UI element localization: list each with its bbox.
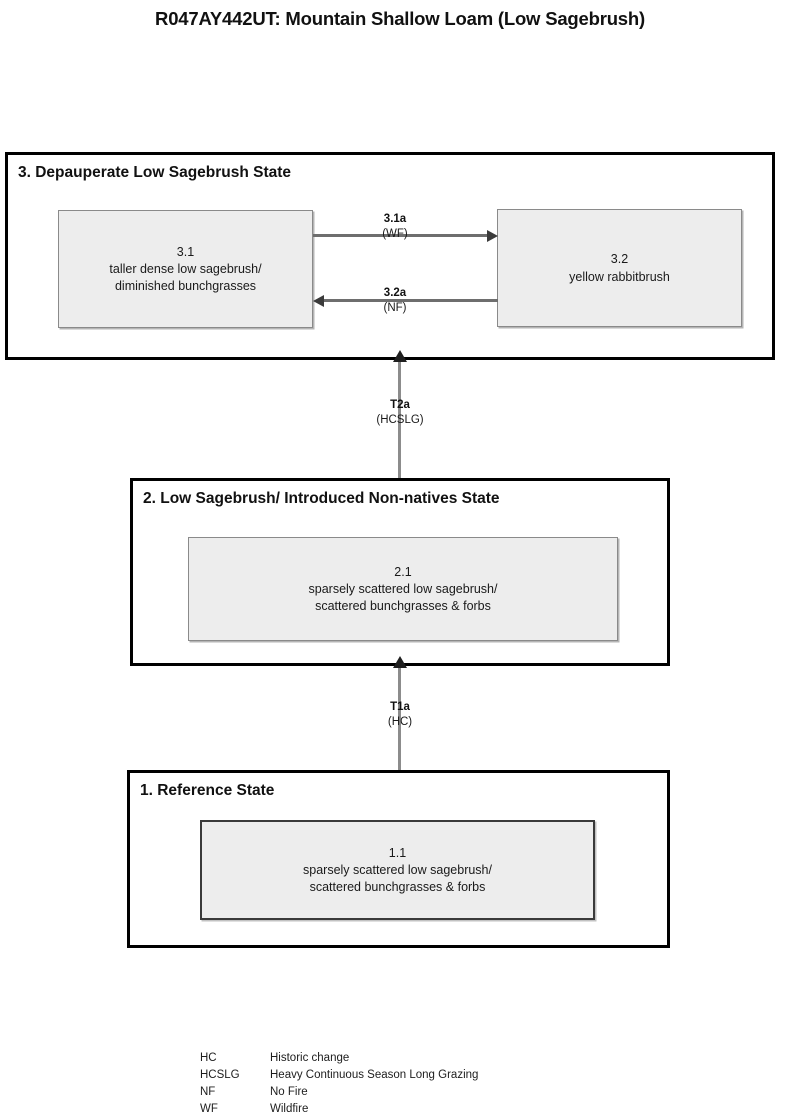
phase-box-2-1: 2.1 sparsely scattered low sagebrush/ sc… bbox=[188, 537, 618, 641]
legend-row: HCSLG Heavy Continuous Season Long Grazi… bbox=[200, 1067, 478, 1084]
phase-box-3-1: 3.1 taller dense low sagebrush/ diminish… bbox=[58, 210, 313, 328]
state-title-1: 1. Reference State bbox=[140, 782, 275, 799]
legend-row: WF Wildfire bbox=[200, 1101, 478, 1118]
legend-definition: Heavy Continuous Season Long Grazing bbox=[270, 1069, 479, 1081]
phase-description-line-2: scattered bunchgrasses & forbs bbox=[309, 879, 486, 894]
phase-number-3-1: 3.1 bbox=[176, 244, 195, 259]
phase-number-3-2: 3.2 bbox=[610, 252, 629, 266]
phase-number-2-1: 2.1 bbox=[394, 564, 412, 579]
transition-arrow-t2a-icon bbox=[392, 350, 407, 479]
legend-row: HC Historic change bbox=[200, 1050, 478, 1067]
legend-definition: No Fire bbox=[270, 1086, 308, 1098]
legend-abbreviation: HCSLG bbox=[200, 1069, 240, 1081]
phase-number-1-1: 1.1 bbox=[388, 845, 407, 860]
phase-box-1-1: 1.1 sparsely scattered low sagebrush/ sc… bbox=[200, 820, 595, 920]
phase-description-line-1: sparsely scattered low sagebrush/ bbox=[308, 582, 498, 597]
transition-driver-3-2a: (NF) bbox=[383, 302, 407, 314]
legend-row: NF No Fire bbox=[200, 1084, 478, 1101]
page-title: R047AY442UT: Mountain Shallow Loam (Low … bbox=[155, 8, 645, 29]
transition-arrow-3-2a-icon bbox=[313, 294, 498, 307]
phase-description-line-1: taller dense low sagebrush/ bbox=[109, 262, 262, 277]
transition-arrow-t1a-icon bbox=[392, 656, 407, 771]
legend-abbreviation: WF bbox=[200, 1103, 218, 1115]
transition-label-3-1a: 3.1a (WF) bbox=[355, 212, 435, 242]
transition-code-t2a: T2a bbox=[390, 399, 410, 411]
transition-label-t1a: T1a (HC) bbox=[360, 700, 440, 730]
legend-definition: Historic change bbox=[270, 1052, 350, 1064]
transition-label-3-2a: 3.2a (NF) bbox=[355, 286, 435, 316]
state-title-3: 3. Depauperate Low Sagebrush State bbox=[18, 164, 292, 181]
transition-label-t2a: T2a (HCSLG) bbox=[360, 398, 440, 428]
transition-code-t1a: T1a bbox=[390, 701, 410, 713]
legend: HC Historic change HCSLG Heavy Continuou… bbox=[200, 1050, 478, 1118]
transition-code-3-1a: 3.1a bbox=[383, 213, 407, 225]
phase-description-line-2: scattered bunchgrasses & forbs bbox=[315, 598, 491, 613]
transition-code-3-2a: 3.2a bbox=[383, 287, 407, 299]
transition-driver-t1a: (HC) bbox=[387, 716, 413, 728]
phase-box-3-2: 3.2 yellow rabbitbrush bbox=[497, 209, 742, 327]
legend-abbreviation: HC bbox=[200, 1052, 217, 1064]
transition-arrow-3-1a-icon bbox=[313, 229, 498, 242]
phase-description-line-1: sparsely scattered low sagebrush/ bbox=[303, 863, 492, 878]
legend-definition: Wildfire bbox=[270, 1103, 309, 1115]
transition-driver-t2a: (HCSLG) bbox=[376, 414, 424, 426]
state-title-2: 2. Low Sagebrush/ Introduced Non-natives… bbox=[143, 490, 500, 507]
transition-driver-3-1a: (WF) bbox=[382, 228, 408, 240]
phase-description-line-1: yellow rabbitbrush bbox=[569, 269, 670, 284]
legend-abbreviation: NF bbox=[200, 1086, 216, 1098]
phase-description-line-2: diminished bunchgrasses bbox=[114, 278, 257, 293]
